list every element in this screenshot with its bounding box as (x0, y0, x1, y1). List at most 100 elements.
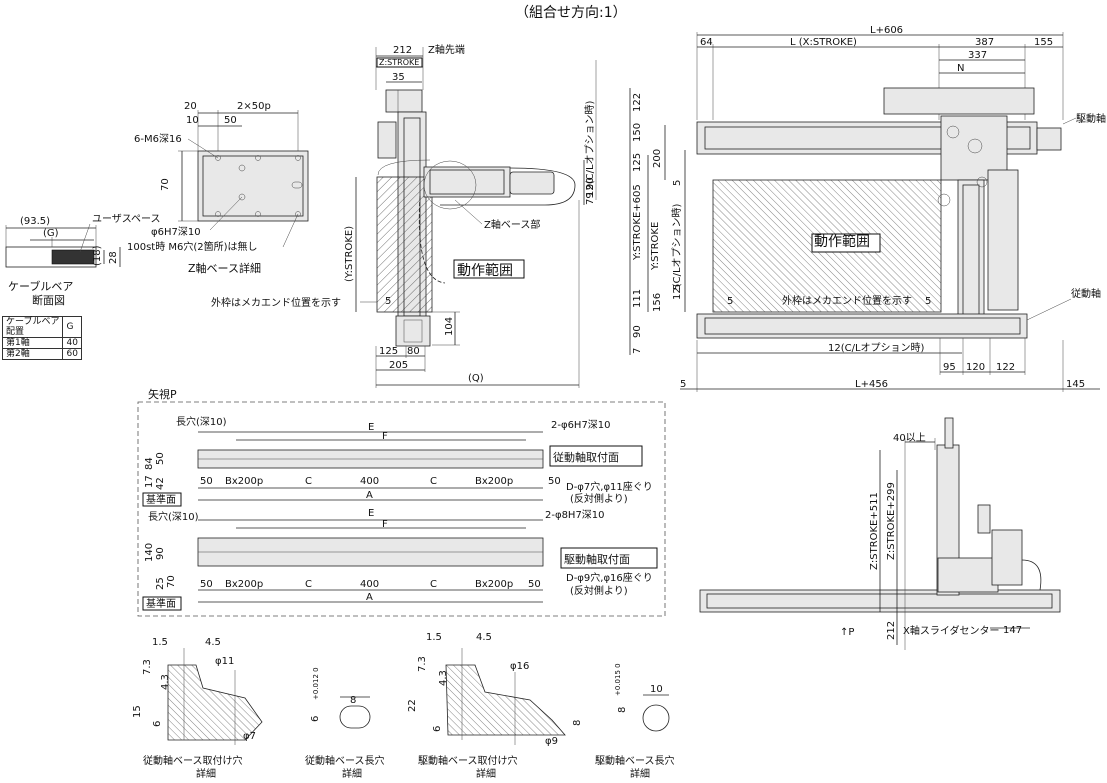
driven-mount-label: 従動軸取付面 (553, 450, 619, 464)
driven-dim-50: 50 (155, 452, 166, 465)
z-base-tap-label: 6-M6深16 (134, 133, 182, 145)
d1-caption-1: 従動軸ベース取付け穴 (143, 754, 243, 767)
top-dim-122b: 122 (996, 362, 1015, 373)
driven-seg-6: 50 (548, 476, 561, 487)
top-dim-5-c: 5 (727, 296, 733, 307)
side-dim-80: 80 (407, 346, 420, 357)
top-dim-120: 120 (966, 362, 985, 373)
view-p: 矢視P 長穴(深10) E F 2-φ6H7深10 従動軸取付面 84 50 4… (137, 387, 666, 617)
side-dim-90: 90 (585, 177, 596, 190)
table-row: 第2軸 60 (1, 348, 82, 360)
driven-seg-4: C (430, 476, 437, 487)
driven-slot-label: 長穴(深10) (176, 415, 227, 428)
driven-seg-0: 50 (200, 476, 213, 487)
top-dim-125: 125 (632, 153, 643, 172)
d3-dim-22: 22 (407, 699, 418, 712)
d2-caption-1: 従動軸ベース長穴 (305, 754, 385, 767)
z-base-note: 100st時 M6穴(2箇所)は無し (127, 240, 258, 253)
top-dim-64: 64 (700, 37, 713, 48)
cable-dim-93-5: (93.5) (20, 216, 50, 227)
front-dim-z511: Z:STROKE+511 (869, 492, 880, 570)
side-dim-12cl: 12(C/Lオプション時) (584, 100, 596, 197)
table-row: ケーブルベア 配置 G (1, 316, 82, 338)
d3-caption-1: 駆動軸ベース取付け穴 (418, 754, 518, 767)
top-dim-y605: Y:STROKE+605 (632, 184, 643, 261)
d1-dim-phi11: φ11 (215, 656, 234, 667)
d4-dim-h: 8 (617, 707, 628, 713)
table-row: 第1軸 40 (1, 337, 82, 349)
side-y-stroke: (Y:STROKE) (344, 226, 355, 282)
side-view: 212 Z軸先端 Z:STROKE 35 12(C/Lオプション時) 90 79… (211, 43, 597, 388)
side-dim-35: 35 (392, 72, 405, 83)
top-dim-95: 95 (943, 362, 956, 373)
table-cell: 第2軸 (1, 348, 64, 360)
z-base-dim-2x50p: 2×50p (237, 101, 271, 112)
table-header-placement: ケーブルベア 配置 (1, 316, 64, 338)
z-base-dim-50: 50 (224, 115, 237, 126)
z-base-caption: Z軸ベース詳細 (188, 261, 261, 275)
side-dim-205: 205 (389, 360, 408, 371)
drive-hole-label: 2-φ8H7深10 (545, 509, 605, 521)
top-dim-387: 387 (975, 37, 994, 48)
d1-dim-4-5: 4.5 (205, 637, 221, 648)
z-base-pin-hole: φ6H7深10 (151, 226, 201, 238)
drive-dim-e: E (368, 508, 374, 519)
drive-dim-70: 70 (166, 575, 177, 588)
driven-dim-a: A (366, 490, 373, 501)
cable-dim-18: (18) (92, 245, 103, 266)
top-dim-12cl-v: 12(C/Lオプション時) (671, 203, 683, 300)
d2-tol: +0.012 0 (312, 667, 320, 700)
top-dim-337: 337 (968, 50, 987, 61)
d1-caption-2: 詳細 (196, 767, 216, 780)
side-dim-q: (Q) (468, 373, 484, 384)
x-slider-center: X軸スライダセンター (903, 624, 999, 637)
d2-caption-2: 詳細 (342, 767, 362, 780)
d3-dim-8: 8 (572, 720, 583, 726)
front-dim-147: 147 (1003, 625, 1022, 636)
drive-seg-5: Bx200p (475, 579, 513, 590)
z-base-part-label: Z軸ベース部 (484, 218, 540, 231)
top-dim-lx: L (X:STROKE) (790, 37, 857, 48)
page-title: （組合せ方向:1） (515, 5, 627, 21)
driven-hole-opp: (反対側より) (570, 492, 628, 505)
drive-seg-1: Bx200p (225, 579, 263, 590)
side-dim-104: 104 (444, 317, 455, 336)
front-dim-z299: Z:STROKE+299 (886, 482, 897, 560)
d2-dim-w: 8 (350, 695, 356, 706)
z-tip-label: Z軸先端 (428, 43, 465, 56)
top-dim-l606: L+606 (870, 25, 903, 36)
top-dim-7: 7 (632, 348, 643, 354)
front-p-arrow: ↑P (840, 627, 854, 638)
top-dim-145: 145 (1066, 379, 1085, 390)
z-base-dim-70: 70 (160, 178, 171, 191)
top-dim-5-e: 5 (680, 379, 686, 390)
d3-dim-6: 6 (432, 726, 443, 732)
user-space-label: ユーザスペース (92, 213, 161, 225)
drive-dim-90: 90 (155, 547, 166, 560)
front-view: 40以上 Z:STROKE+511 Z:STROKE+299 212 ↑P X軸… (699, 417, 1061, 650)
drive-mount-label: 駆動軸取付面 (564, 552, 630, 566)
d1-dim-phi7: φ7 (243, 731, 256, 742)
d4-dim-w: 10 (650, 684, 663, 695)
drive-seg-3: 400 (360, 579, 379, 590)
side-outer-note: 外枠はメカエンド位置を示す (211, 296, 341, 309)
d3-dim-phi16: φ16 (510, 661, 529, 672)
top-dim-ystroke: Y:STROKE (650, 222, 661, 271)
table-cell: 60 (62, 348, 82, 360)
top-dim-5-d: 5 (925, 296, 931, 307)
top-dim-150: 150 (632, 123, 643, 142)
top-dim-200: 200 (652, 149, 663, 168)
driven-seg-3: 400 (360, 476, 379, 487)
d1-dim-7-3: 7.3 (142, 659, 153, 675)
d4-tol: +0.015 0 (614, 663, 622, 696)
side-dim-79: 79 (585, 192, 596, 205)
driven-dim-f: F (382, 431, 388, 442)
driven-seg-5: Bx200p (475, 476, 513, 487)
top-dim-5-b: 5 (672, 284, 683, 290)
drive-dim-a: A (366, 592, 373, 603)
drive-seg-4: C (430, 579, 437, 590)
driven-axis-label: 従動軸 (1071, 287, 1101, 300)
d4-caption-1: 駆動軸ベース長穴 (595, 754, 675, 767)
drive-slot-label: 長穴(深10) (148, 510, 199, 523)
